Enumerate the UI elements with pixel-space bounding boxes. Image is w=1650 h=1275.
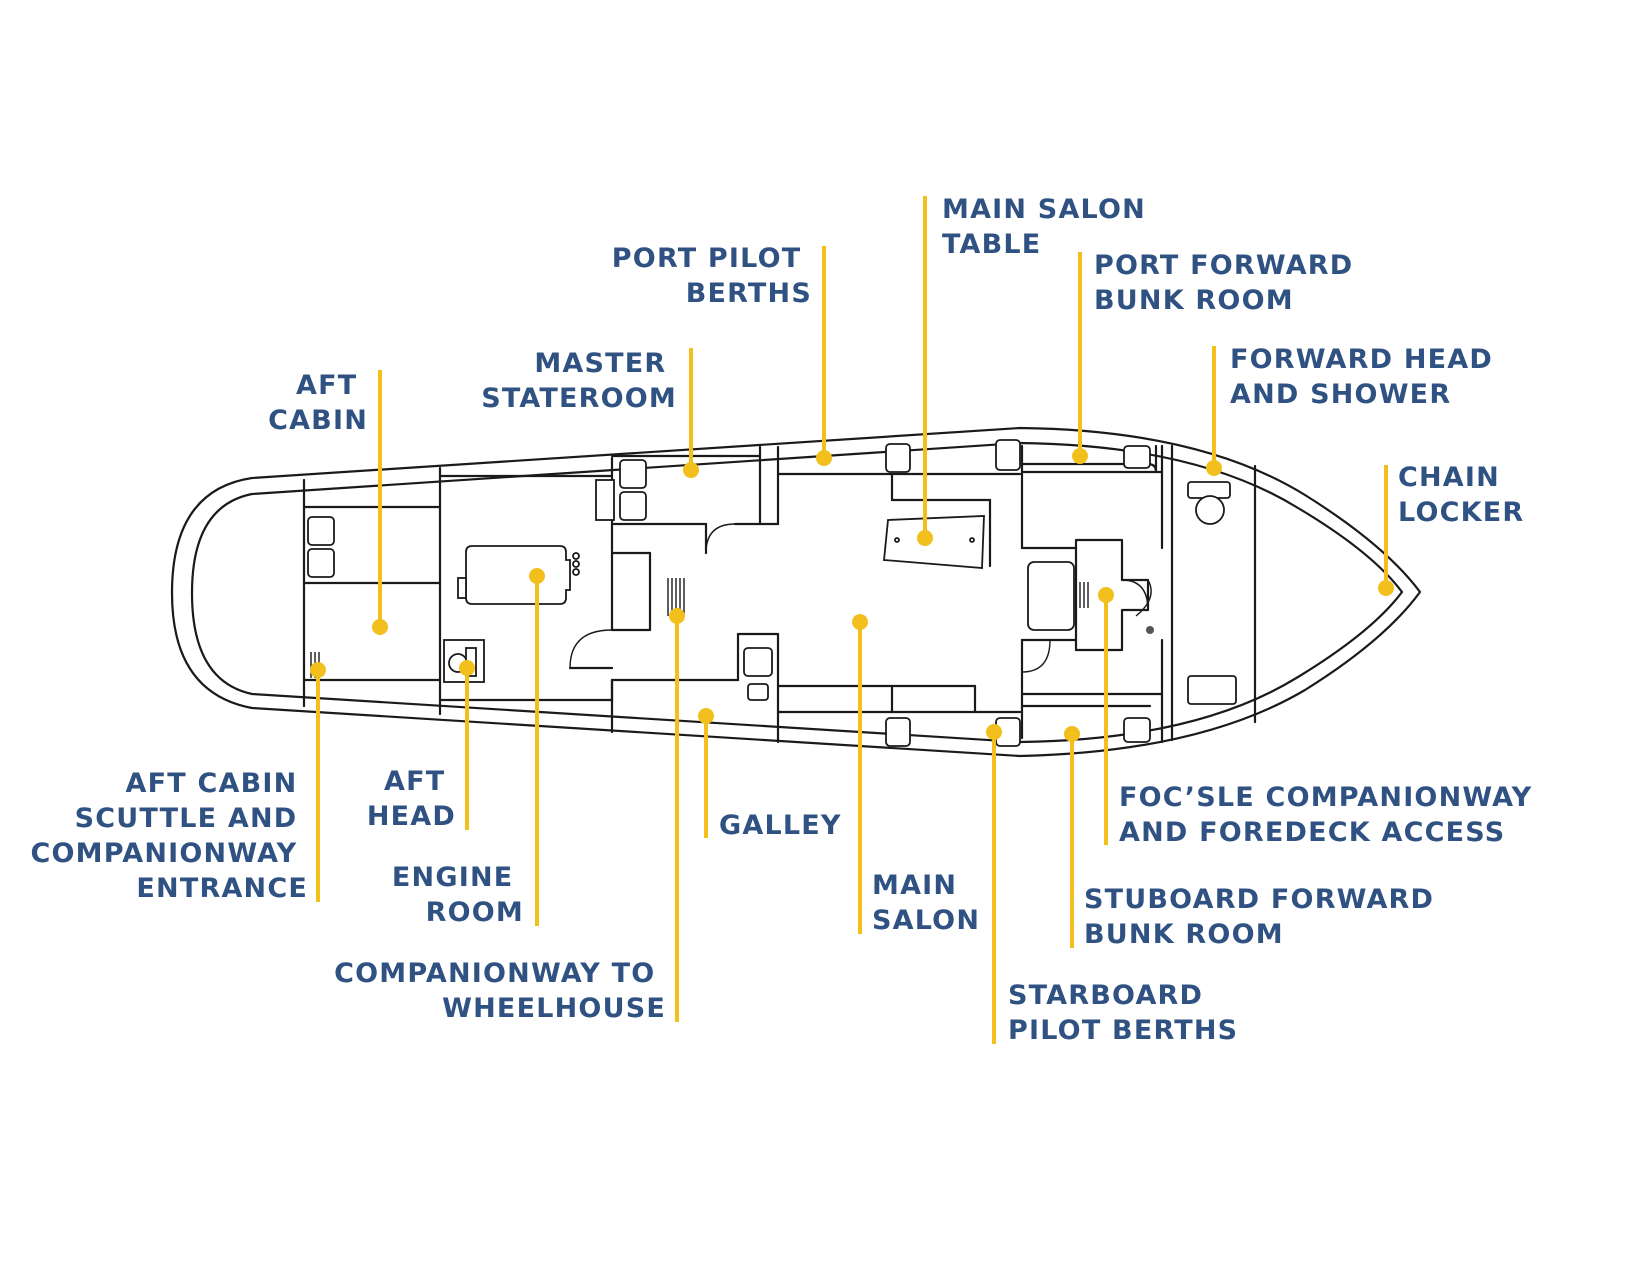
label-master-stateroom: MASTER STATEROOM (481, 348, 677, 414)
callout-labels: AFT CABIN MASTER STATEROOM PORT PILOT BE… (31, 194, 1543, 1046)
label-companionway-to-wheelhouse: COMPANIONWAY TO WHEELHOUSE (334, 958, 666, 1024)
label-stuboard-forward-bunk-room: STUBOARD FORWARD BUNK ROOM (1084, 884, 1445, 950)
marker-chain-locker (1378, 580, 1394, 596)
marker-aft-cabin (372, 619, 388, 635)
label-aft-head: AFT HEAD (367, 766, 456, 832)
marker-starboard-pilot-berths (986, 724, 1002, 740)
marker-main-salon (852, 614, 868, 630)
label-aft-cabin: AFT CABIN (268, 370, 368, 436)
label-forward-head-and-shower: FORWARD HEAD AND SHOWER (1230, 344, 1504, 410)
label-chain-locker: CHAIN LOCKER (1398, 462, 1524, 528)
label-galley: GALLEY (719, 810, 842, 841)
engine-icon (457, 545, 580, 605)
focsle-ladder-icon (1079, 582, 1089, 608)
label-port-pilot-berths: PORT PILOT BERTHS (612, 243, 812, 309)
label-main-salon-table: MAIN SALON TABLE (942, 194, 1157, 260)
label-starboard-pilot-berths: STARBOARD PILOT BERTHS (1008, 980, 1238, 1046)
marker-engine-room (529, 568, 545, 584)
label-port-forward-bunk-room: PORT FORWARD BUNK ROOM (1094, 250, 1364, 316)
drain-icon (1146, 626, 1154, 634)
hull-outline (170, 426, 1422, 758)
forward-head-toilet-icon (1187, 481, 1231, 525)
marker-aft-cabin-scuttle (310, 662, 326, 678)
marker-main-salon-table (917, 530, 933, 546)
marker-galley (698, 708, 714, 724)
wheelhouse-companionway-ladder-icon (667, 578, 685, 616)
fixtures (307, 439, 1237, 747)
marker-port-forward-bunk-room (1072, 448, 1088, 464)
callout-leaders (310, 196, 1394, 1044)
marker-master-stateroom (683, 462, 699, 478)
marker-stuboard-forward-bunk-room (1064, 726, 1080, 742)
interior-walls (302, 444, 1257, 744)
label-engine-room: ENGINE ROOM (392, 862, 524, 928)
main-salon-table-icon (883, 515, 985, 569)
marker-forward-head (1206, 460, 1222, 476)
marker-aft-head (459, 660, 475, 676)
marker-focsle-companionway (1098, 587, 1114, 603)
label-focsle-companionway: FOC’SLE COMPANIONWAY AND FOREDECK ACCESS (1119, 782, 1543, 848)
marker-companionway-wheelhouse (669, 608, 685, 624)
label-main-salon: MAIN SALON (872, 870, 980, 936)
label-aft-cabin-scuttle: AFT CABIN SCUTTLE AND COMPANIONWAY ENTRA… (31, 768, 308, 904)
marker-port-pilot-berths (816, 450, 832, 466)
